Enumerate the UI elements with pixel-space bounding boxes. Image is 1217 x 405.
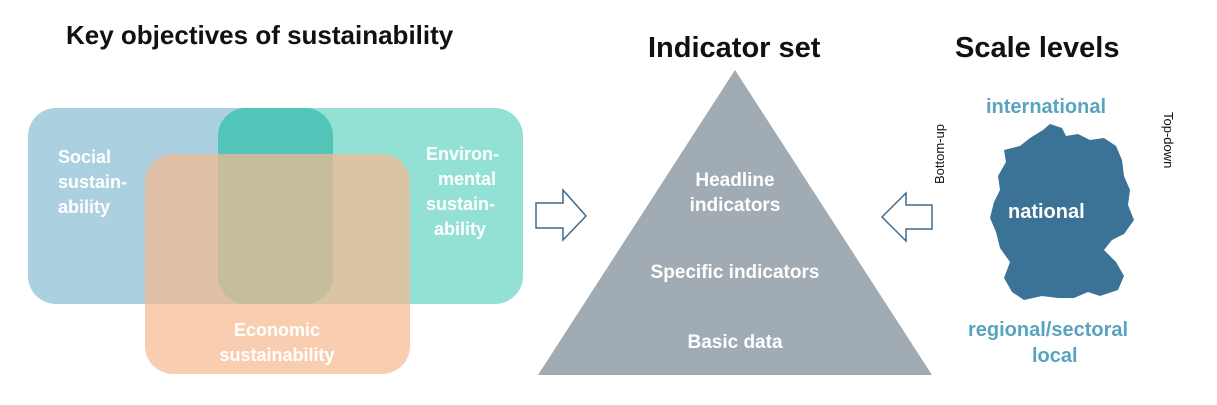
headline-label-line: indicators xyxy=(689,195,781,216)
indicator-pyramid xyxy=(538,70,932,375)
headline-label-line: Headline xyxy=(695,170,775,191)
top-down-label: Top-down xyxy=(1161,112,1176,169)
regional-sectoral-label: regional/sectoral xyxy=(968,319,1129,341)
environmental-label-line: sustain- xyxy=(426,194,496,214)
social-sustainability-label: Social sustain- ability xyxy=(58,145,127,220)
environmental-label-line: mental xyxy=(438,169,497,189)
environmental-label-line: ability xyxy=(434,219,487,239)
social-label-line: ability xyxy=(58,197,111,217)
basic-data-label: Basic data xyxy=(687,332,783,353)
germany-map-icon xyxy=(990,124,1134,300)
environmental-sustainability-label: Environ- mental sustain- ability xyxy=(426,142,499,242)
headline-indicators-label: Headline indicators xyxy=(660,168,810,218)
specific-indicators-label: Specific indicators xyxy=(650,262,820,283)
environmental-label-line: Environ- xyxy=(426,144,500,164)
objectives-title: Key objectives of sustainability xyxy=(66,20,454,50)
national-label: national xyxy=(1008,201,1085,223)
social-label-line: sustain- xyxy=(58,172,128,192)
economic-sustainability-label: Economic sustainability xyxy=(196,318,358,368)
arrow-right-icon xyxy=(535,188,588,242)
arrow-left-icon xyxy=(880,191,933,243)
scale-levels-title: Scale levels xyxy=(955,32,1120,64)
bottom-up-label: Bottom-up xyxy=(932,124,947,184)
economic-sustainability-box xyxy=(145,154,410,374)
local-label: local xyxy=(1032,345,1078,367)
international-label: international xyxy=(986,96,1107,118)
indicator-set-title: Indicator set xyxy=(648,32,821,64)
economic-label-line: sustainability xyxy=(219,345,335,365)
social-label-line: Social xyxy=(58,147,112,167)
economic-label-line: Economic xyxy=(233,320,321,340)
